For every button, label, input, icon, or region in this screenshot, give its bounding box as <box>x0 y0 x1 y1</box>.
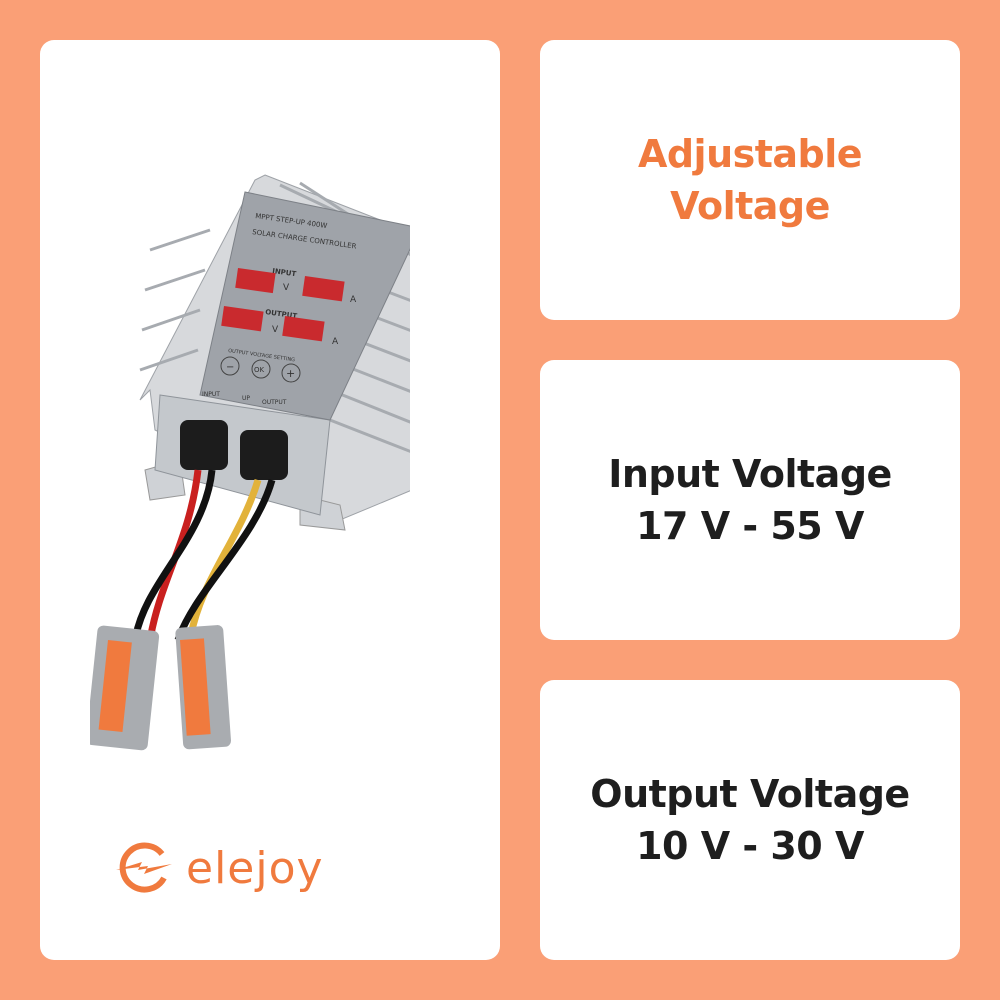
feature-card-input-voltage: Input Voltage 17 V - 55 V <box>540 360 960 640</box>
amp-unit: A <box>332 337 339 347</box>
flow-output: OUTPUT <box>262 399 287 406</box>
feature-card-output-voltage: Output Voltage 10 V - 30 V <box>540 680 960 960</box>
feature-title: Output Voltage <box>590 772 910 816</box>
brand-name: elejoy <box>186 842 324 894</box>
flow-input: INPUT <box>202 391 220 398</box>
volt-unit: V <box>283 283 290 293</box>
brand-logo: elejoy <box>112 840 324 896</box>
minus-label: − <box>226 362 234 373</box>
feature-card-adjustable: Adjustable Voltage <box>540 40 960 320</box>
plus-label: + <box>286 367 295 380</box>
feature-title: Adjustable <box>637 132 863 176</box>
input-label: INPUT <box>272 267 297 278</box>
elejoy-logo-icon <box>116 842 172 893</box>
feature-value: 10 V - 30 V <box>636 824 864 868</box>
feature-title: Voltage <box>670 184 830 228</box>
input-voltage-display <box>235 268 276 294</box>
volt-unit: V <box>272 325 279 335</box>
ok-button[interactable] <box>251 359 271 379</box>
minus-button[interactable] <box>220 356 240 376</box>
ok-label: OK <box>254 366 265 374</box>
cable-gland <box>240 430 288 480</box>
amp-unit: A <box>350 295 357 305</box>
cable-gland <box>180 420 228 470</box>
output-voltage-display <box>221 305 264 332</box>
flow-up: UP <box>242 395 250 402</box>
feature-value: 17 V - 55 V <box>636 504 864 548</box>
input-current-display <box>302 275 345 302</box>
charge-controller-image: MPPT STEP-UP 400W SOLAR CHARGE CONTROLLE… <box>90 174 410 751</box>
plus-button[interactable] <box>281 363 301 383</box>
output-current-display <box>282 316 325 342</box>
feature-title: Input Voltage <box>608 452 892 496</box>
